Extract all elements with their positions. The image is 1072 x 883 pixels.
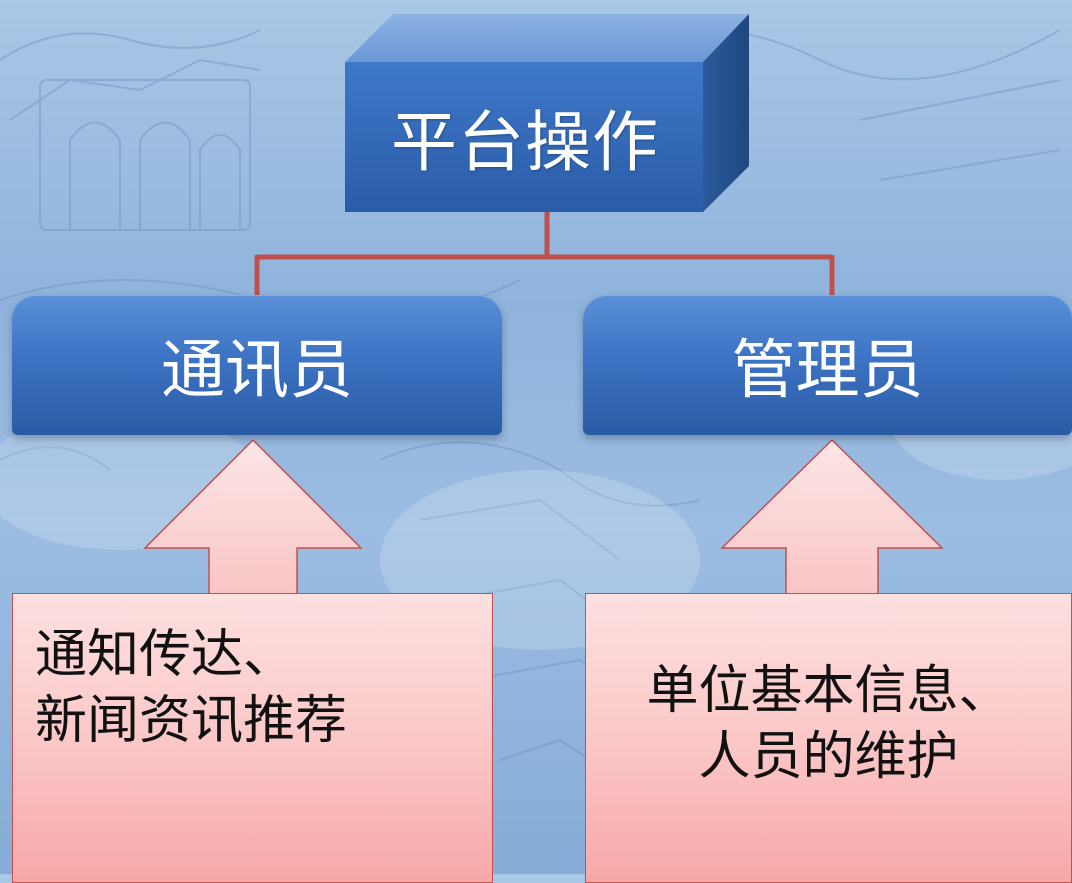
role-node-administrator: 管理员 bbox=[583, 295, 1072, 435]
role-label-administrator: 管理员 bbox=[731, 334, 924, 408]
responsibility-line: 新闻资讯推荐 bbox=[35, 691, 348, 751]
role-node-correspondent: 通讯员 bbox=[12, 295, 502, 435]
root-node: 平台操作 bbox=[345, 14, 749, 214]
up-arrow-left bbox=[143, 440, 363, 600]
responsibility-box-administrator: 单位基本信息、 人员的维护 bbox=[585, 593, 1072, 883]
responsibility-box-correspondent: 通知传达、 新闻资讯推荐 bbox=[12, 593, 493, 883]
up-arrow-right bbox=[720, 440, 944, 600]
responsibility-line: 单位基本信息、 bbox=[646, 661, 1011, 721]
role-label-correspondent: 通讯员 bbox=[161, 334, 353, 408]
responsibility-line: 通知传达、 bbox=[35, 625, 296, 685]
responsibility-line: 人员的维护 bbox=[698, 727, 959, 787]
root-box-shape bbox=[345, 14, 749, 212]
root-label: 平台操作 bbox=[391, 104, 659, 181]
